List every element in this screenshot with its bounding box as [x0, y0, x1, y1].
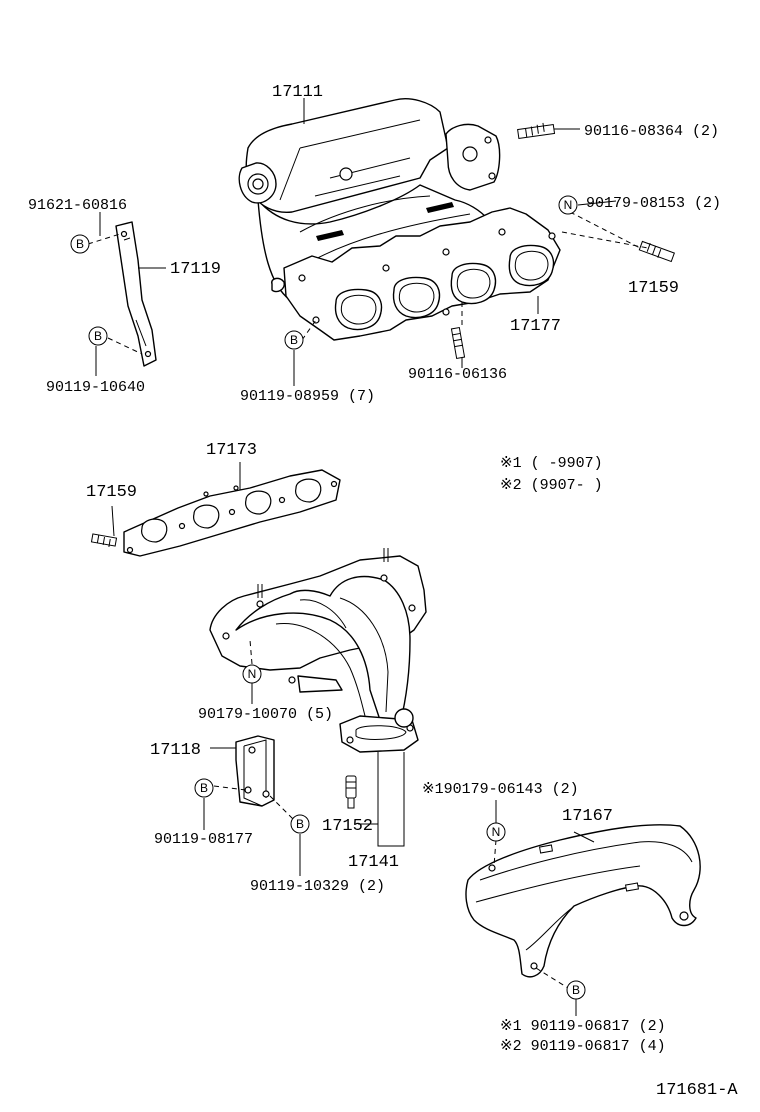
label-90179-08153: 90179-08153 (2) [586, 195, 721, 212]
label-90119-08959: 90119-08959 (7) [240, 388, 375, 405]
stud-90116-08364 [517, 122, 580, 140]
label-90119-06817-2: ※2 90119-06817 (4) [500, 1038, 666, 1055]
bracket-17141-leader [377, 752, 405, 847]
svg-text:B: B [572, 983, 580, 997]
dash-90179-10070 [249, 639, 253, 665]
note-1: ※1 ( -9907) [500, 455, 603, 472]
dash-90119-08959 [301, 319, 317, 341]
label-90116-06136: 90116-06136 [408, 366, 507, 383]
label-90179-10070: 90179-10070 (5) [198, 706, 333, 723]
label-90119-06817-1: ※1 90119-06817 (2) [500, 1018, 666, 1035]
svg-text:B: B [200, 781, 208, 795]
label-90119-10329: 90119-10329 (2) [250, 878, 385, 895]
svg-text:B: B [94, 329, 102, 343]
leader-17167 [573, 831, 595, 843]
label-90119-10640: 90119-10640 [46, 379, 145, 396]
svg-text:B: B [296, 817, 304, 831]
label-17152: 17152 [322, 817, 373, 836]
marker-b: B [194, 778, 214, 798]
marker-b: B [566, 980, 586, 1000]
label-90119-08177: 90119-08177 [154, 831, 253, 848]
leader-17159-top [561, 231, 649, 249]
stud-90116-06136 [450, 302, 466, 360]
svg-text:B: B [290, 333, 298, 347]
label-91621-60816: 91621-60816 [28, 197, 127, 214]
label-17118: 17118 [150, 741, 201, 760]
intake-head-flange [283, 207, 561, 341]
marker-b: B [284, 330, 304, 350]
stud-17159-mid [90, 505, 118, 548]
svg-text:N: N [248, 667, 257, 681]
label-17159-mid: 17159 [86, 483, 137, 502]
bracket-17118 [213, 735, 297, 823]
label-90179-06143: ※190179-06143 (2) [422, 781, 579, 798]
stud-17159-top [638, 240, 675, 263]
dash-90179-08153 [569, 211, 641, 249]
bracket-17119 [87, 221, 157, 367]
marker-n: N [486, 822, 506, 842]
marker-n: N [242, 664, 262, 684]
label-90116-08364: 90116-08364 (2) [584, 123, 719, 140]
heat-insulator-17167 [465, 824, 701, 989]
label-17141: 17141 [348, 853, 399, 872]
label-17173: 17173 [206, 441, 257, 460]
label-17111: 17111 [272, 83, 323, 102]
marker-b: B [70, 234, 90, 254]
sensor-17152 [345, 775, 378, 825]
label-17119: 17119 [170, 260, 221, 279]
gasket-17173 [123, 469, 341, 557]
exhaust-manifold-17141 [209, 548, 427, 753]
svg-text:N: N [492, 825, 501, 839]
label-17159-top: 17159 [628, 279, 679, 298]
note-2: ※2 (9907- ) [500, 477, 603, 494]
marker-n: N [558, 195, 578, 215]
marker-b: B [88, 326, 108, 346]
svg-text:N: N [564, 198, 573, 212]
svg-text:B: B [76, 237, 84, 251]
label-17167: 17167 [562, 807, 613, 826]
label-17177: 17177 [510, 317, 561, 336]
marker-b: B [290, 814, 310, 834]
leader-90179-08153 [577, 200, 617, 206]
figure-id: 171681-A [656, 1081, 738, 1100]
